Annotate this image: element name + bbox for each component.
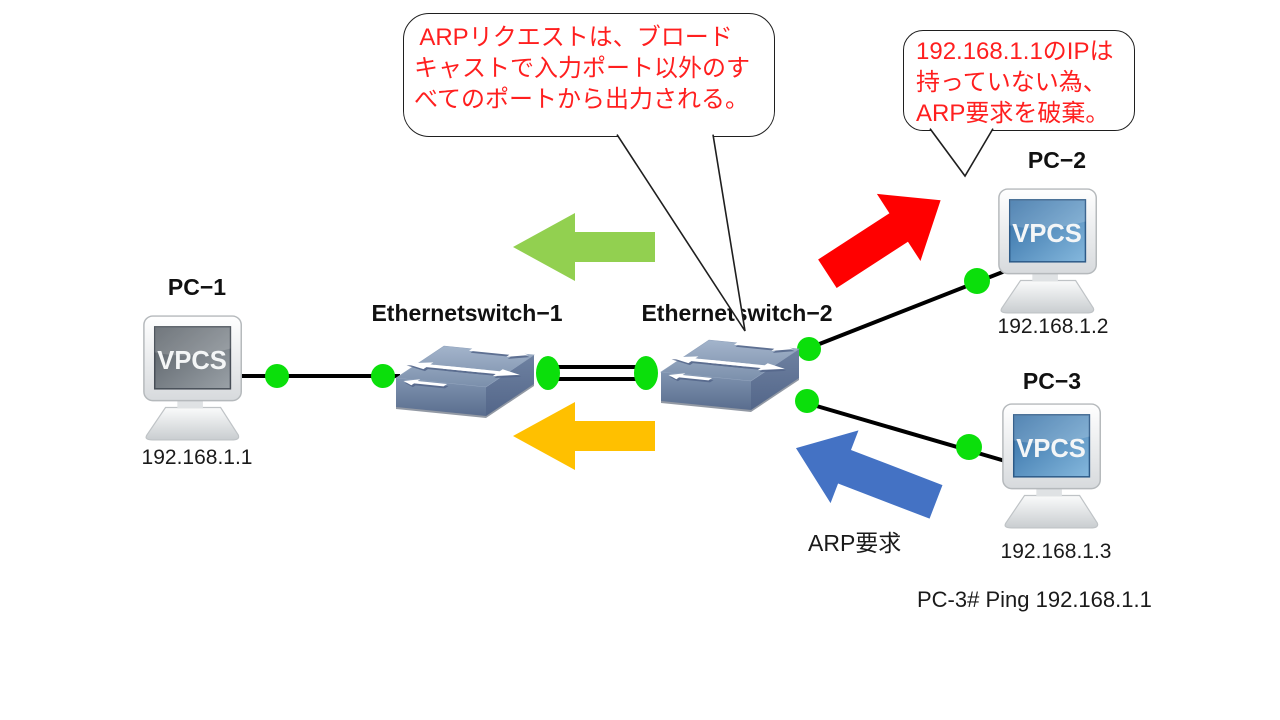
pc3-icon: VPCS xyxy=(997,401,1115,531)
vpcs-computer-icon: VPCS xyxy=(998,188,1097,314)
port-dot xyxy=(956,434,982,460)
port-status-dots xyxy=(265,268,990,460)
ethernet-switch-icon xyxy=(395,345,535,418)
blue-upleft-arrow xyxy=(795,430,943,519)
callout-line: ARP要求を破棄。 xyxy=(916,100,1110,127)
vpcs-screen-text: VPCS xyxy=(1016,435,1086,463)
ethernet-switch-icon xyxy=(660,339,800,412)
sw2-label: Ethernetswitch−2 xyxy=(641,300,833,326)
callout-broadcast-bubble: ARPリクエストは、ブロード キャストで入力ポート以外のす べてのポートから出力… xyxy=(403,13,775,137)
link-sw2-pc3 xyxy=(795,398,1013,465)
red-upright-arrow xyxy=(818,193,941,289)
pc3-ip: 192.168.1.3 xyxy=(1000,540,1112,563)
port-dot xyxy=(536,356,560,390)
green-left-arrow xyxy=(513,213,655,281)
pc2-label: PC−2 xyxy=(1027,147,1087,173)
pc3-label: PC−3 xyxy=(1022,368,1082,394)
vpcs-computer-icon: VPCS xyxy=(143,315,242,441)
pc1-label: PC−1 xyxy=(167,274,227,300)
pc2-icon: VPCS xyxy=(993,186,1111,316)
callout-discard-bubble: 192.168.1.1のIPは 持っていない為、 ARP要求を破棄。 xyxy=(903,30,1135,131)
pc1-ip: 192.168.1.1 xyxy=(141,446,253,469)
arp-request-label: ARP要求 xyxy=(808,530,902,556)
callout-discard-tail xyxy=(929,128,994,178)
sw2-icon xyxy=(653,332,803,414)
vpcs-screen-text: VPCS xyxy=(157,347,227,375)
link-lines xyxy=(236,264,1019,465)
callout-line: ARPリクエストは、ブロード xyxy=(414,24,733,51)
vpcs-computer-icon: VPCS xyxy=(1002,403,1101,529)
callout-line: 192.168.1.1のIPは xyxy=(916,38,1114,65)
callout-line: べてのポートから出力される。 xyxy=(414,86,750,113)
pc1-icon: VPCS xyxy=(138,313,256,443)
callout-line: キャストで入力ポート以外のす xyxy=(414,55,750,82)
ping-command-text: PC-3# Ping 192.168.1.1 xyxy=(917,587,1152,612)
vpcs-screen-text: VPCS xyxy=(1012,220,1082,248)
callout-line: 持っていない為、 xyxy=(916,69,1107,96)
pc2-ip: 192.168.1.2 xyxy=(997,315,1109,338)
port-dot xyxy=(265,364,289,388)
port-dot xyxy=(964,268,990,294)
sw1-label: Ethernetswitch−1 xyxy=(371,300,563,326)
sw1-icon xyxy=(388,338,538,420)
